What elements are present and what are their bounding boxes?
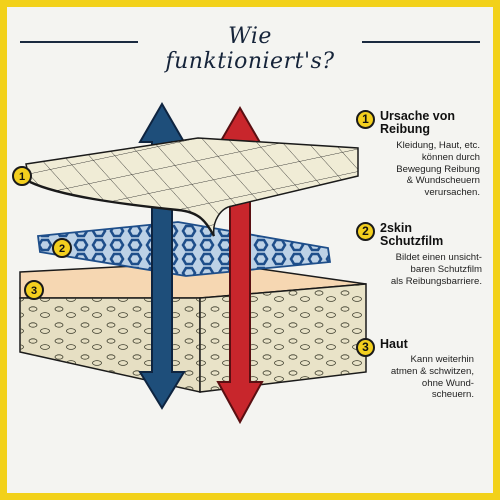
step-1-desc-line: & Wundscheuern <box>406 175 480 187</box>
step-3: 3 Haut Kann weiterhin atmen & schwitzen,… <box>356 338 496 408</box>
step-2: 2 2skin Schutzfilm Bildet einen unsicht-… <box>356 222 496 292</box>
red-arrow-icon <box>216 106 264 425</box>
step-3-desc-line: Kann weiterhin <box>410 354 474 365</box>
layer-badge-2: 2 <box>52 238 72 258</box>
title-divider-left <box>20 41 138 43</box>
step-3-desc-line: scheuern. <box>431 389 474 401</box>
layer-badge-3-number: 3 <box>31 285 37 297</box>
step-1-desc-line: verursachen. <box>424 187 480 199</box>
step-2-desc-line: baren Schutzfilm <box>410 263 482 275</box>
step-3-desc-line: atmen & schwitzen, <box>390 365 474 377</box>
step-3-desc-line: ohne Wund- <box>421 377 474 389</box>
layer-badge-3: 3 <box>24 280 44 300</box>
step-2-desc-line: Bildet einen unsicht- <box>395 252 482 263</box>
step-1-desc-line: Bewegung Reibung <box>396 163 480 175</box>
step-3-description: Kann weiterhin atmen & schwitzen, ohne W… <box>360 354 474 401</box>
step-1-desc-line: können durch <box>421 151 480 163</box>
blue-arrow-icon <box>138 102 186 410</box>
layer-badge-1-number: 1 <box>19 171 25 183</box>
step-1-description: Kleidung, Haut, etc. können durch Bewegu… <box>360 140 480 199</box>
step-2-desc-line: als Reibungsbarriere. <box>390 275 482 287</box>
film-layer <box>36 221 332 277</box>
title-divider-right <box>362 41 480 43</box>
fabric-layer <box>25 137 359 237</box>
skin-layer <box>19 261 367 393</box>
step-2-description: Bildet einen unsicht- baren Schutzfilm a… <box>348 252 482 287</box>
step-2-title: 2skin Schutzfilm <box>380 221 444 248</box>
header: Wie funktioniert's? <box>0 20 500 74</box>
step-2-badge: 2 <box>356 222 375 241</box>
layer-badge-1: 1 <box>12 166 32 186</box>
step-3-badge: 3 <box>356 338 375 357</box>
step-1: 1 Ursache von Reibung Kleidung, Haut, et… <box>356 110 496 200</box>
layer-badge-2-number: 2 <box>59 243 65 255</box>
step-1-title: Ursache von Reibung <box>380 109 456 136</box>
step-3-title: Haut <box>380 337 408 351</box>
step-1-badge: 1 <box>356 110 375 129</box>
page-title: Wie funktioniert's? <box>165 24 335 74</box>
step-1-desc-line: Kleidung, Haut, etc. <box>396 140 480 151</box>
